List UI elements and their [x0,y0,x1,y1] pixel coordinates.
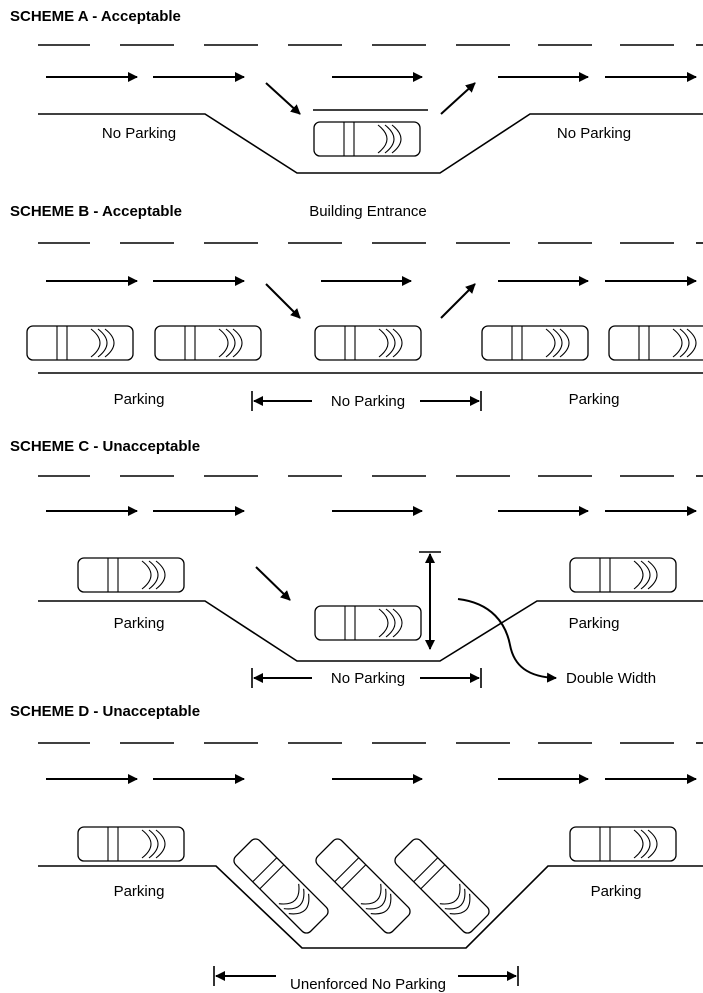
scheme-c-car-center [314,605,422,641]
scheme-c: SCHEME C - Unacceptable [10,438,703,688]
scheme-d-parking-right: Parking [591,883,642,900]
scheme-b-parking-left: Parking [114,391,165,408]
scheme-c-no-parking-center: No Parking [331,670,405,687]
scheme-d-title: SCHEME D - Unacceptable [10,703,200,720]
scheme-d-parking-left: Parking [114,883,165,900]
scheme-b-car-4 [481,325,589,361]
scheme-c-title: SCHEME C - Unacceptable [10,438,200,455]
scheme-a-no-parking-left: No Parking [102,125,176,142]
scheme-b-car-3 [314,325,422,361]
scheme-d: SCHEME D - Unacceptable Parking Parking [10,703,703,993]
scheme-c-double-width-label: Double Width [566,670,656,687]
scheme-c-parking-right: Parking [569,615,620,632]
scheme-d-unenforced-no-parking: Unenforced No Parking [290,976,446,993]
scheme-b-car-5 [608,325,703,361]
scheme-b-car-1 [26,325,134,361]
scheme-c-car-left [77,557,185,593]
scheme-a-curb-line [38,113,703,174]
scheme-b-car-2 [154,325,262,361]
scheme-d-curb-line [38,865,703,949]
scheme-b-parking-right: Parking [569,391,620,408]
scheme-d-angled-car-3 [391,835,493,937]
scheme-d-car-right [569,826,677,862]
scheme-d-unenforced-dimension [213,966,519,986]
scheme-d-angled-car-2 [312,835,414,937]
scheme-a: SCHEME A - Acceptable No Parking No Park… [10,8,703,174]
scheme-a-traffic-arrows [46,72,697,115]
scheme-b-building-entrance: Building Entrance [309,203,427,220]
scheme-b-title: SCHEME B - Acceptable [10,203,182,220]
scheme-c-traffic-arrows [46,506,697,601]
scheme-a-title: SCHEME A - Acceptable [10,8,181,25]
scheme-c-parking-left: Parking [114,615,165,632]
scheme-b-no-parking-center: No Parking [331,393,405,410]
scheme-c-no-parking-dimension [251,668,482,688]
scheme-a-car [313,121,421,157]
scheme-d-car-left [77,826,185,862]
scheme-b-traffic-arrows [46,276,697,319]
scheme-c-curb-line [38,600,703,662]
scheme-c-car-right [569,557,677,593]
scheme-b-no-parking-dimension [251,391,482,411]
scheme-a-no-parking-right: No Parking [557,125,631,142]
scheme-d-angled-car-1 [230,835,332,937]
scheme-b: SCHEME B - Acceptable Building Entrance [10,203,703,411]
scheme-c-double-width-dimension [419,551,557,683]
